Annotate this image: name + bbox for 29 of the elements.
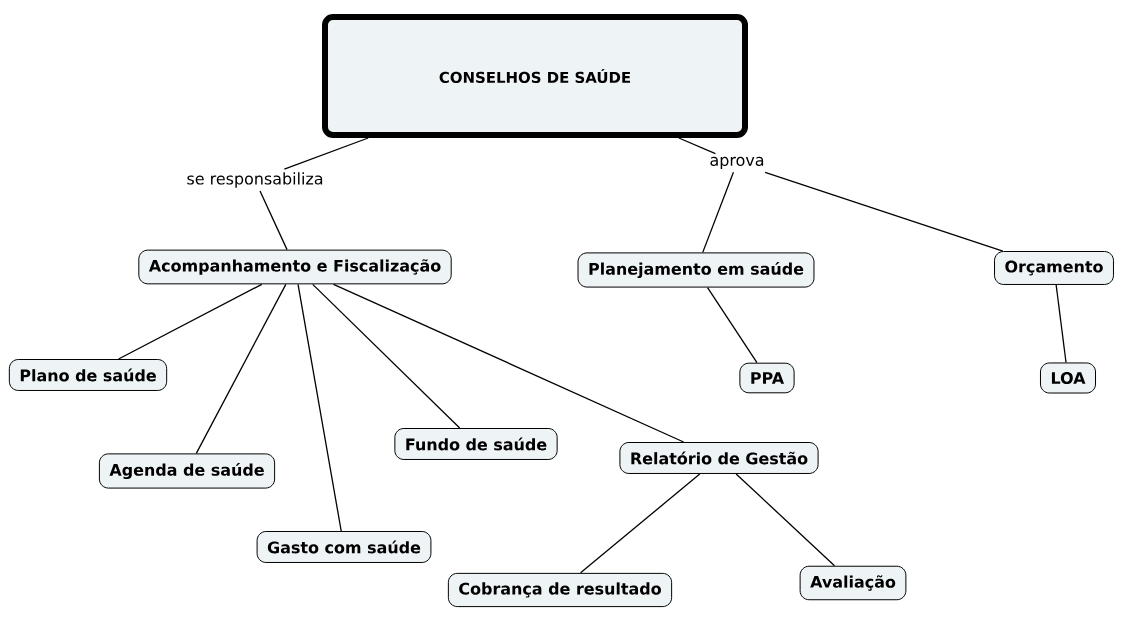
connector-line — [312, 283, 461, 429]
connector-line — [1055, 284, 1067, 364]
concept-box: Avaliação — [799, 565, 907, 601]
concept-box: Acompanhamento e Fiscalização — [138, 249, 452, 285]
concept-box: LOA — [1040, 362, 1097, 394]
connector-line — [764, 171, 1004, 252]
linking-phrase: se responsabiliza — [183, 169, 327, 191]
concept-box: Planejamento em saúde — [577, 252, 815, 288]
concept-box: Cobrança de resultado — [447, 572, 673, 608]
concept-box: PPA — [739, 362, 795, 394]
title-box: CONSELHOS DE SAÚDE — [322, 14, 748, 138]
connector-line — [195, 283, 287, 455]
connector-line — [706, 286, 758, 364]
connector-line — [259, 190, 288, 251]
concept-box: Gasto com saúde — [256, 531, 432, 563]
connector-line — [117, 283, 263, 360]
concept-box: Agenda de saúde — [98, 453, 276, 489]
linking-phrase: aprova — [706, 153, 768, 173]
concept-box: Plano de saúde — [8, 359, 168, 391]
connector-line — [579, 473, 701, 574]
connector-line — [678, 137, 717, 155]
connector-line — [297, 283, 342, 532]
connector-line — [702, 171, 735, 254]
connector-line — [332, 283, 685, 443]
connector-line — [283, 137, 369, 170]
concept-box: Orçamento — [994, 251, 1114, 285]
connector-line — [735, 473, 836, 567]
concept-box: Relatório de Gestão — [619, 442, 819, 474]
concept-box: Fundo de saúde — [394, 428, 558, 460]
